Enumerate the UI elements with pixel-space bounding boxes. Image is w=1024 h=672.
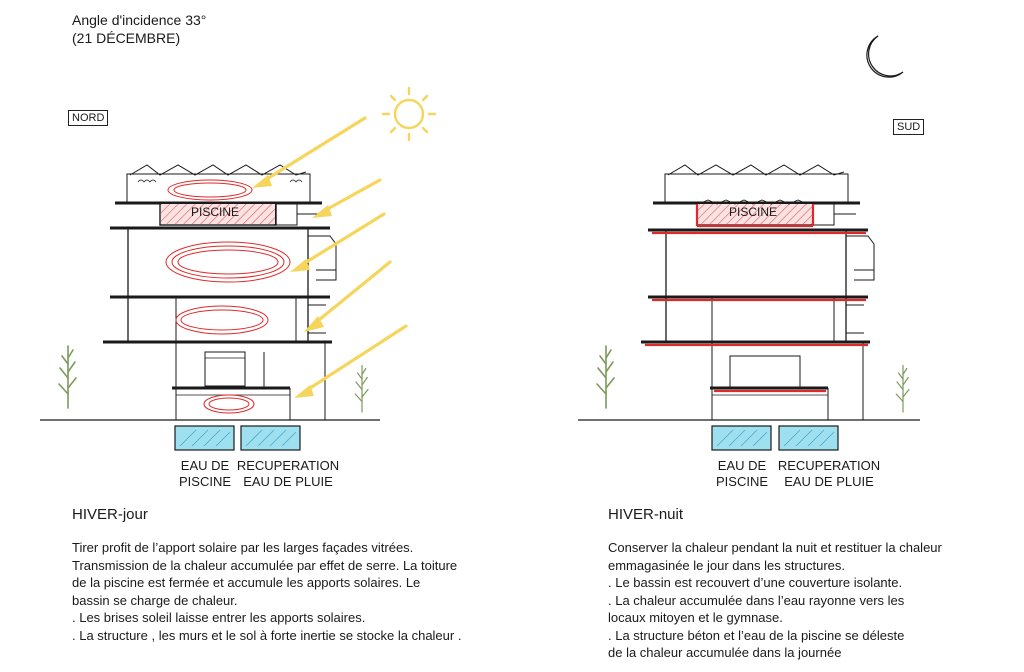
angle-heading: Angle d'incidence 33° <box>72 12 207 28</box>
date-heading: (21 DÉCEMBRE) <box>72 30 181 46</box>
night-line: emmagasinée le jour dans les structures. <box>608 557 846 573</box>
tree-icon <box>354 364 369 413</box>
night-description: Conserver la chaleur pendant la nuit et … <box>608 539 1024 662</box>
rainwater-label: RECUPERATION EAU DE PLUIE <box>777 458 881 489</box>
night-building <box>578 164 920 421</box>
night-tanks <box>711 425 839 451</box>
night-line: . Le bassin est recouvert d’une couvertu… <box>608 575 903 590</box>
night-line: locaux mitoyen et le gymnase. <box>608 610 783 625</box>
pool-label-day: PISCINE <box>191 205 240 219</box>
day-building <box>40 164 380 421</box>
day-line: . La structure , les murs et le sol à fo… <box>72 627 462 643</box>
day-line: de la piscine est fermée et accumule les… <box>72 575 421 590</box>
pool-water-label: EAU DE PISCINE <box>715 458 768 489</box>
day-line: Transmission de la chaleur accumulée par… <box>72 557 458 573</box>
south-label: SUD <box>893 119 925 135</box>
pool-label-night: PISCINE <box>729 205 778 219</box>
sun-rays <box>252 116 408 398</box>
night-title: HIVER-nuit <box>608 506 684 523</box>
tree-icon <box>58 345 77 409</box>
night-line: . La chaleur accumulée dans l’eau rayonn… <box>608 592 905 608</box>
night-line: . La structure béton et l’eau de la pisc… <box>608 627 905 643</box>
day-title: HIVER-jour <box>72 506 148 523</box>
sun-icon <box>381 86 437 142</box>
moon-icon <box>866 35 904 78</box>
tree-icon <box>596 345 615 409</box>
heat-ellipses-day <box>165 179 291 414</box>
day-description: Tirer profit de l’apport solaire par les… <box>72 539 512 644</box>
day-line: . Les brises soleil laisse entrer les ap… <box>72 610 366 625</box>
pool-water-label: EAU DE PISCINE <box>178 458 231 489</box>
tree-icon <box>895 364 910 413</box>
rainwater-label: RECUPERATION EAU DE PLUIE <box>236 458 340 489</box>
day-line: Tirer profit de l’apport solaire par les… <box>72 540 414 555</box>
day-line: bassin se charge de chaleur. <box>72 592 238 608</box>
night-line: Conserver la chaleur pendant la nuit et … <box>608 540 942 555</box>
day-tanks <box>174 425 301 451</box>
pool-cover <box>698 199 808 205</box>
north-label: NORD <box>68 110 109 126</box>
night-line: de la chaleur accumulée dans la journée <box>608 645 842 660</box>
heat-structure-night <box>645 204 868 393</box>
